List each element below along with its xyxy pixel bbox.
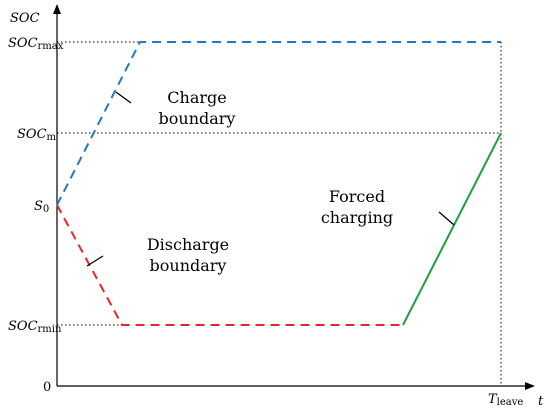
charge-boundary-annotation: Charge boundary — [159, 88, 236, 128]
forced-annotation-line-1: Forced — [329, 187, 385, 206]
leader-ticks — [86, 91, 455, 267]
forced-charging-line — [402, 132, 502, 326]
charge-annotation-line-1: Charge — [167, 88, 226, 107]
forced-leader-tick — [438, 211, 455, 226]
discharge-annotation-line-2: boundary — [150, 256, 227, 275]
charge-boundary-line — [56, 41, 501, 206]
charge-leader-tick — [115, 91, 132, 104]
y-axis-arrow — [53, 4, 61, 14]
discharge-boundary-line — [56, 204, 403, 326]
t-leave-label: Tleave — [488, 392, 523, 408]
discharge-leader-tick — [86, 255, 104, 267]
soc-rmin-label: SOCrmin — [8, 319, 62, 335]
y-axis-label: SOC — [10, 11, 40, 26]
s0-label: S0 — [34, 199, 49, 215]
forced-charging-annotation: Forced charging — [321, 187, 393, 227]
forced-annotation-line-2: charging — [321, 208, 393, 227]
x-axis-label: t — [538, 394, 544, 409]
charge-annotation-line-2: boundary — [159, 109, 236, 128]
discharge-annotation-line-1: Discharge — [147, 235, 229, 254]
soc-m-label: SOCm — [17, 127, 57, 143]
axes — [53, 4, 535, 390]
origin-label: 0 — [43, 380, 51, 395]
x-axis-arrow — [525, 382, 535, 390]
reference-lines — [57, 41, 502, 385]
discharge-boundary-annotation: Discharge boundary — [147, 235, 229, 275]
soc-rmax-label: SOCrmax — [8, 36, 64, 52]
